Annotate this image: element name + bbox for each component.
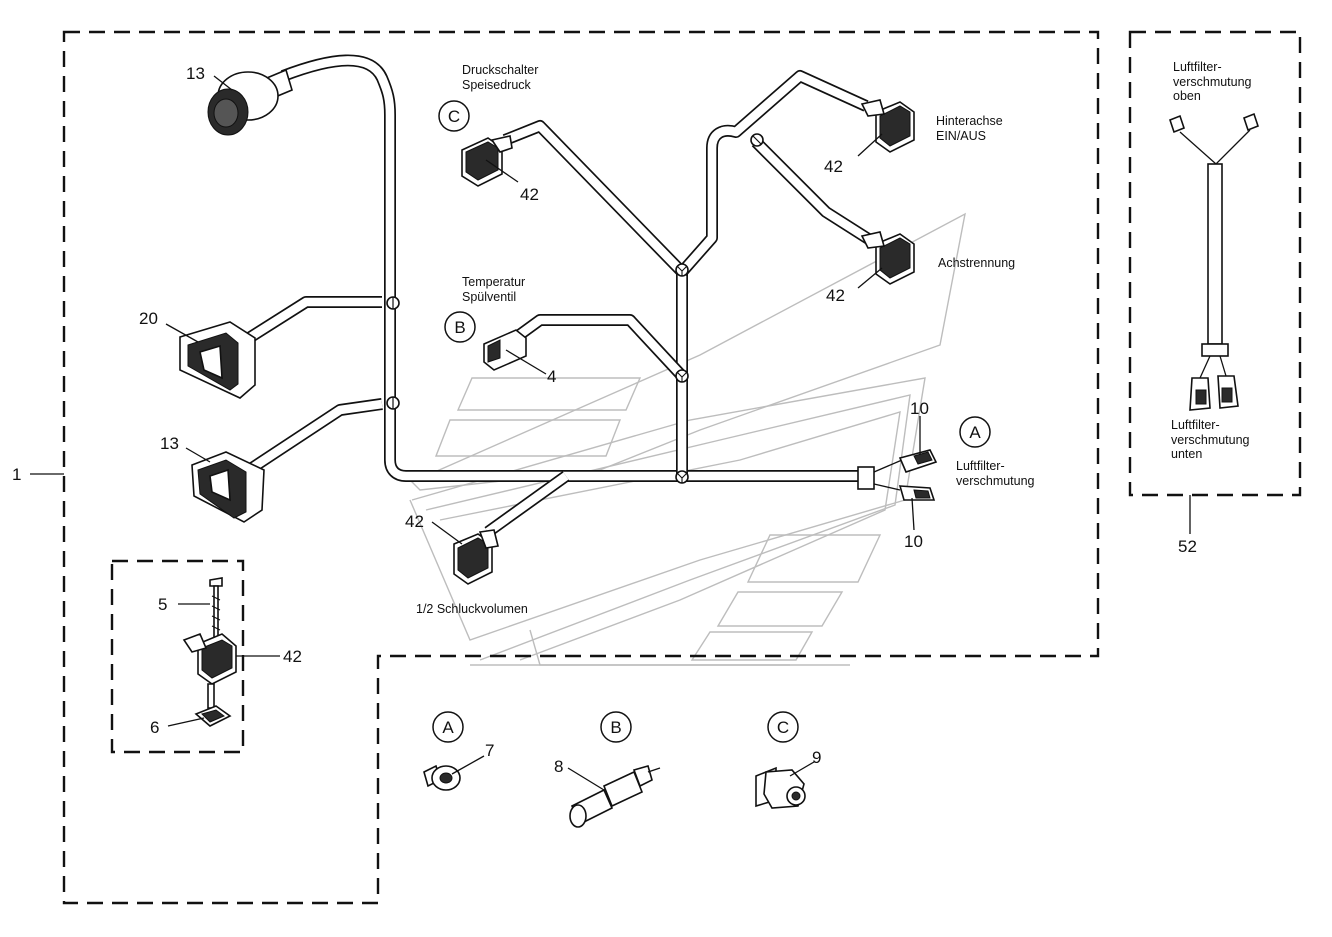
ref-42-achs: 42 <box>826 286 845 305</box>
assembly-52-boundary <box>1128 30 1302 497</box>
ref-13-top: 13 <box>186 64 205 83</box>
valve-connector-schluckvolumen[interactable] <box>453 529 499 585</box>
main-harness <box>234 54 874 537</box>
label-schluckvolumen: 1/2 Schluckvolumen <box>416 602 528 616</box>
callout-circle-bottom-b <box>600 711 632 743</box>
ref-42-detail: 42 <box>283 647 302 666</box>
callout-a-bottom: A <box>442 718 454 737</box>
label-hinterachse-line2: EIN/AUS <box>936 129 986 143</box>
harness-clips <box>386 133 764 484</box>
valve-connector-hinterachse[interactable] <box>860 99 915 153</box>
valve-connector-druckschalter[interactable] <box>461 135 513 187</box>
leader-lines <box>30 75 1191 791</box>
label-luftfilter-oben-line2: verschmutung <box>1173 75 1252 89</box>
connector-4[interactable] <box>483 329 527 371</box>
label-luftfilter-unten-line2: verschmutung <box>1171 433 1250 447</box>
callout-circle-luft <box>959 416 991 448</box>
part-7-sensor[interactable] <box>423 764 461 791</box>
label-temperatur-line1: Temperatur <box>462 275 525 289</box>
ref-8: 8 <box>554 757 563 776</box>
label-druckschalter-line2: Speisedruck <box>462 78 532 92</box>
ref-9: 9 <box>812 748 821 767</box>
label-druckschalter-line1: Druckschalter <box>462 63 538 77</box>
callout-circles <box>432 100 991 743</box>
ref-52: 52 <box>1178 537 1197 556</box>
label-temperatur-line2: Spülventil <box>462 290 516 304</box>
callout-c-druck: C <box>448 107 460 126</box>
callout-c-bottom: C <box>777 718 789 737</box>
harness-52[interactable] <box>1169 112 1259 411</box>
callout-a-luft: A <box>969 423 981 442</box>
callout-circle-bottom-c <box>767 711 799 743</box>
round-connector-13[interactable] <box>207 68 293 136</box>
callout-circle-bottom-a <box>432 711 464 743</box>
ref-4: 4 <box>547 367 556 386</box>
assembly-1-boundary <box>62 30 1100 905</box>
label-luftfilter-unten-line1: Luftfilter- <box>1171 418 1220 432</box>
ref-13-lower: 13 <box>160 434 179 453</box>
label-luftfilter-line2: verschmutung <box>956 474 1035 488</box>
ref-42-hinter: 42 <box>824 157 843 176</box>
ref-42-druck: 42 <box>520 185 539 204</box>
callout-b-temp: B <box>454 318 465 337</box>
part-9-pressure-switch[interactable] <box>755 766 806 809</box>
ref-42-schluck: 42 <box>405 512 424 531</box>
ref-6: 6 <box>150 718 159 737</box>
ref-10-bottom: 10 <box>904 532 923 551</box>
callout-circle-druck <box>438 100 470 132</box>
callout-circle-temp <box>444 311 476 343</box>
label-achstrennung: Achstrennung <box>938 256 1015 270</box>
detail-42-exploded <box>182 577 237 727</box>
ref-1: 1 <box>12 465 21 484</box>
label-luftfilter-line1: Luftfilter- <box>956 459 1005 473</box>
ref-10-top: 10 <box>910 399 929 418</box>
label-luftfilter-oben-line3: oben <box>1173 89 1201 103</box>
part-8-temperature-sensor[interactable] <box>569 765 661 828</box>
connector-20[interactable] <box>179 321 256 399</box>
label-luftfilter-oben-line1: Luftfilter- <box>1173 60 1222 74</box>
connector-13-lower[interactable] <box>191 451 265 523</box>
ref-5: 5 <box>158 595 167 614</box>
valve-connector-achstrennung[interactable] <box>860 231 915 285</box>
label-luftfilter-unten-line3: unten <box>1171 447 1202 461</box>
ref-20: 20 <box>139 309 158 328</box>
callout-b-bottom: B <box>610 718 621 737</box>
label-hinterachse-line1: Hinterachse <box>936 114 1003 128</box>
ref-7: 7 <box>485 741 494 760</box>
